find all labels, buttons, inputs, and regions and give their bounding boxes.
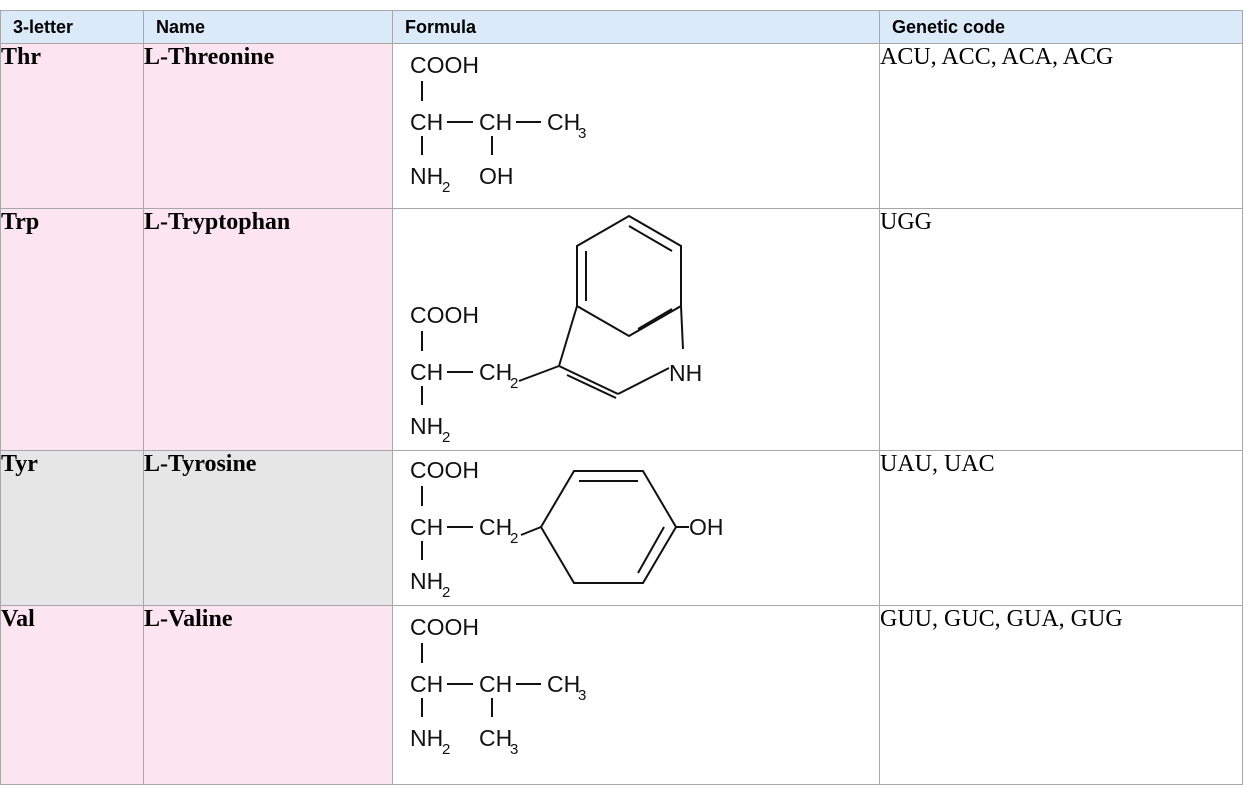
genetic-code-cell: GUU, GUC, GUA, GUG: [879, 605, 1243, 785]
methyl-ch3: CH: [547, 109, 580, 135]
alpha-ch: CH: [410, 359, 443, 385]
amino-nh2: NH: [410, 568, 443, 594]
table-row: Thr L-Threonine COOH CH CH CH 3 NH 2 OH: [0, 43, 1243, 209]
abbr-cell: Tyr: [0, 450, 144, 606]
genetic-code-cell: UAU, UAC: [879, 450, 1243, 606]
formula-cell: COOH CH CH 2 NH 2: [392, 208, 880, 451]
genetic-code-cell: UGG: [879, 208, 1243, 451]
tryptophan-structure: COOH CH CH 2 NH 2: [410, 214, 702, 446]
amino-acid-name: -Tryptophan: [160, 209, 291, 236]
name-cell: L-Threonine: [143, 43, 393, 209]
hydroxyl-oh: OH: [689, 514, 724, 540]
svg-text:3: 3: [578, 125, 586, 142]
amino-acid-name: -Tyrosine: [160, 451, 257, 478]
name-cell: L-Tyrosine: [143, 450, 393, 606]
methyl-ch3-b: CH: [479, 725, 512, 751]
cooh-group: COOH: [410, 52, 479, 78]
header-row: 3-letter Name Formula Genetic code: [0, 10, 1243, 44]
table-row: Val L-Valine COOH CH CH CH 3 NH 2 CH: [0, 605, 1243, 785]
formula-cell: COOH CH CH CH 3 NH 2 CH 3: [392, 605, 880, 785]
methyl-ch3: CH: [547, 671, 580, 697]
ring-nh: NH: [669, 360, 702, 386]
svg-text:2: 2: [510, 530, 518, 547]
name-cell: L-Valine: [143, 605, 393, 785]
l-prefix: L: [144, 209, 161, 236]
alpha-ch: CH: [410, 671, 443, 697]
amino-nh2: NH: [410, 413, 443, 439]
benzene-ring: OH: [520, 470, 724, 584]
ch2-group: CH: [479, 359, 512, 385]
header-formula: Formula: [392, 10, 880, 44]
header-genetic-code: Genetic code: [879, 10, 1243, 44]
beta-ch: CH: [479, 671, 512, 697]
amino-nh2: NH: [410, 163, 443, 189]
alpha-ch: CH: [410, 109, 443, 135]
tyrosine-structure: COOH CH CH 2 NH 2: [410, 457, 724, 601]
hydroxyl-oh: OH: [479, 163, 514, 189]
cooh-group: COOH: [410, 302, 479, 328]
valine-structure: COOH CH CH CH 3 NH 2 CH 3: [410, 614, 586, 756]
amino-acid-name: -Threonine: [160, 44, 275, 71]
amino-acid-name: -Valine: [160, 606, 233, 633]
abbr-cell: Val: [0, 605, 144, 785]
alpha-ch: CH: [410, 514, 443, 540]
svg-text:2: 2: [442, 179, 450, 196]
svg-text:2: 2: [442, 584, 450, 601]
ch2-group: CH: [479, 514, 512, 540]
indole-ring: NH: [518, 214, 702, 399]
abbr-cell: Thr: [0, 43, 144, 209]
svg-text:2: 2: [510, 375, 518, 392]
cooh-group: COOH: [410, 457, 479, 483]
name-cell: L-Tryptophan: [143, 208, 393, 451]
svg-text:2: 2: [442, 741, 450, 756]
l-prefix: L: [144, 606, 161, 633]
beta-ch: CH: [479, 109, 512, 135]
cooh-group: COOH: [410, 614, 479, 640]
table-row: Tyr L-Tyrosine COOH CH CH 2 NH 2: [0, 450, 1243, 606]
threonine-structure: COOH CH CH CH 3 NH 2 OH: [410, 52, 586, 196]
amino-acid-table: 3-letter Name Formula Genetic code Thr L…: [0, 10, 1243, 785]
amino-nh2: NH: [410, 725, 443, 751]
svg-text:3: 3: [578, 687, 586, 704]
header-3-letter: 3-letter: [0, 10, 144, 44]
svg-text:2: 2: [442, 429, 450, 446]
abbr-cell: Trp: [0, 208, 144, 451]
table-row: Trp L-Tryptophan COOH CH CH 2 NH 2: [0, 208, 1243, 451]
formula-cell: COOH CH CH 2 NH 2: [392, 450, 880, 606]
l-prefix: L: [144, 451, 161, 478]
formula-cell: COOH CH CH CH 3 NH 2 OH: [392, 43, 880, 209]
header-name: Name: [143, 10, 393, 44]
genetic-code-cell: ACU, ACC, ACA, ACG: [879, 43, 1243, 209]
svg-text:3: 3: [510, 741, 518, 756]
l-prefix: L: [144, 44, 161, 71]
